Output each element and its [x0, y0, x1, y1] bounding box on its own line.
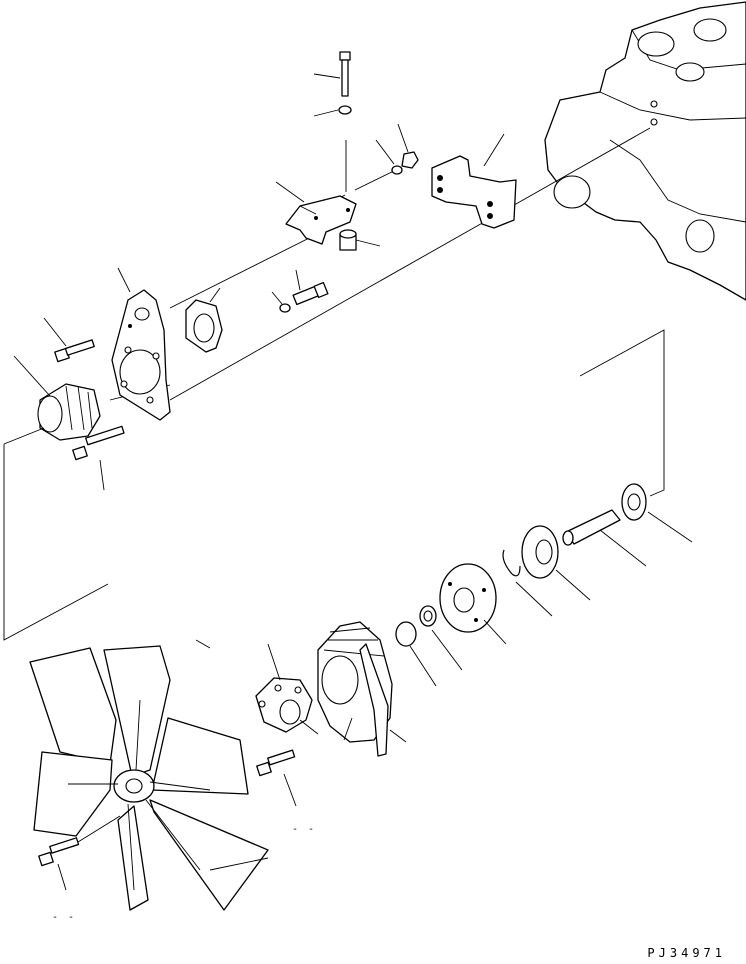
bearing-right: [621, 483, 647, 521]
bolt-top: [339, 51, 351, 97]
hub: [439, 563, 497, 633]
support-block: [431, 155, 517, 229]
pulley: [317, 621, 393, 743]
note-mark-1: - -: [292, 824, 317, 835]
gasket: [185, 299, 223, 353]
drawing-code: PJ34971: [647, 946, 726, 960]
bolt-middle: [279, 281, 329, 313]
washer-top: [338, 105, 352, 115]
bolt-left: [54, 339, 95, 363]
fan: [29, 645, 269, 911]
bolt-bottom: [38, 837, 80, 867]
engine-block: [544, 1, 746, 301]
belt: [359, 643, 389, 757]
fan-ring: [37, 383, 101, 441]
spacer-small: [395, 621, 417, 647]
bearing-middle: [521, 525, 559, 579]
bolt-lower: [256, 749, 296, 777]
shaft: [562, 509, 621, 546]
nut: [391, 151, 419, 175]
note-mark-2: - -: [52, 912, 77, 923]
bracket: [285, 195, 357, 245]
fan-flange: [255, 677, 313, 733]
snap-ring: [502, 549, 521, 577]
housing-plate: [111, 289, 171, 421]
bolt-long: [72, 425, 125, 461]
washer: [419, 605, 437, 627]
spacer: [339, 229, 357, 251]
